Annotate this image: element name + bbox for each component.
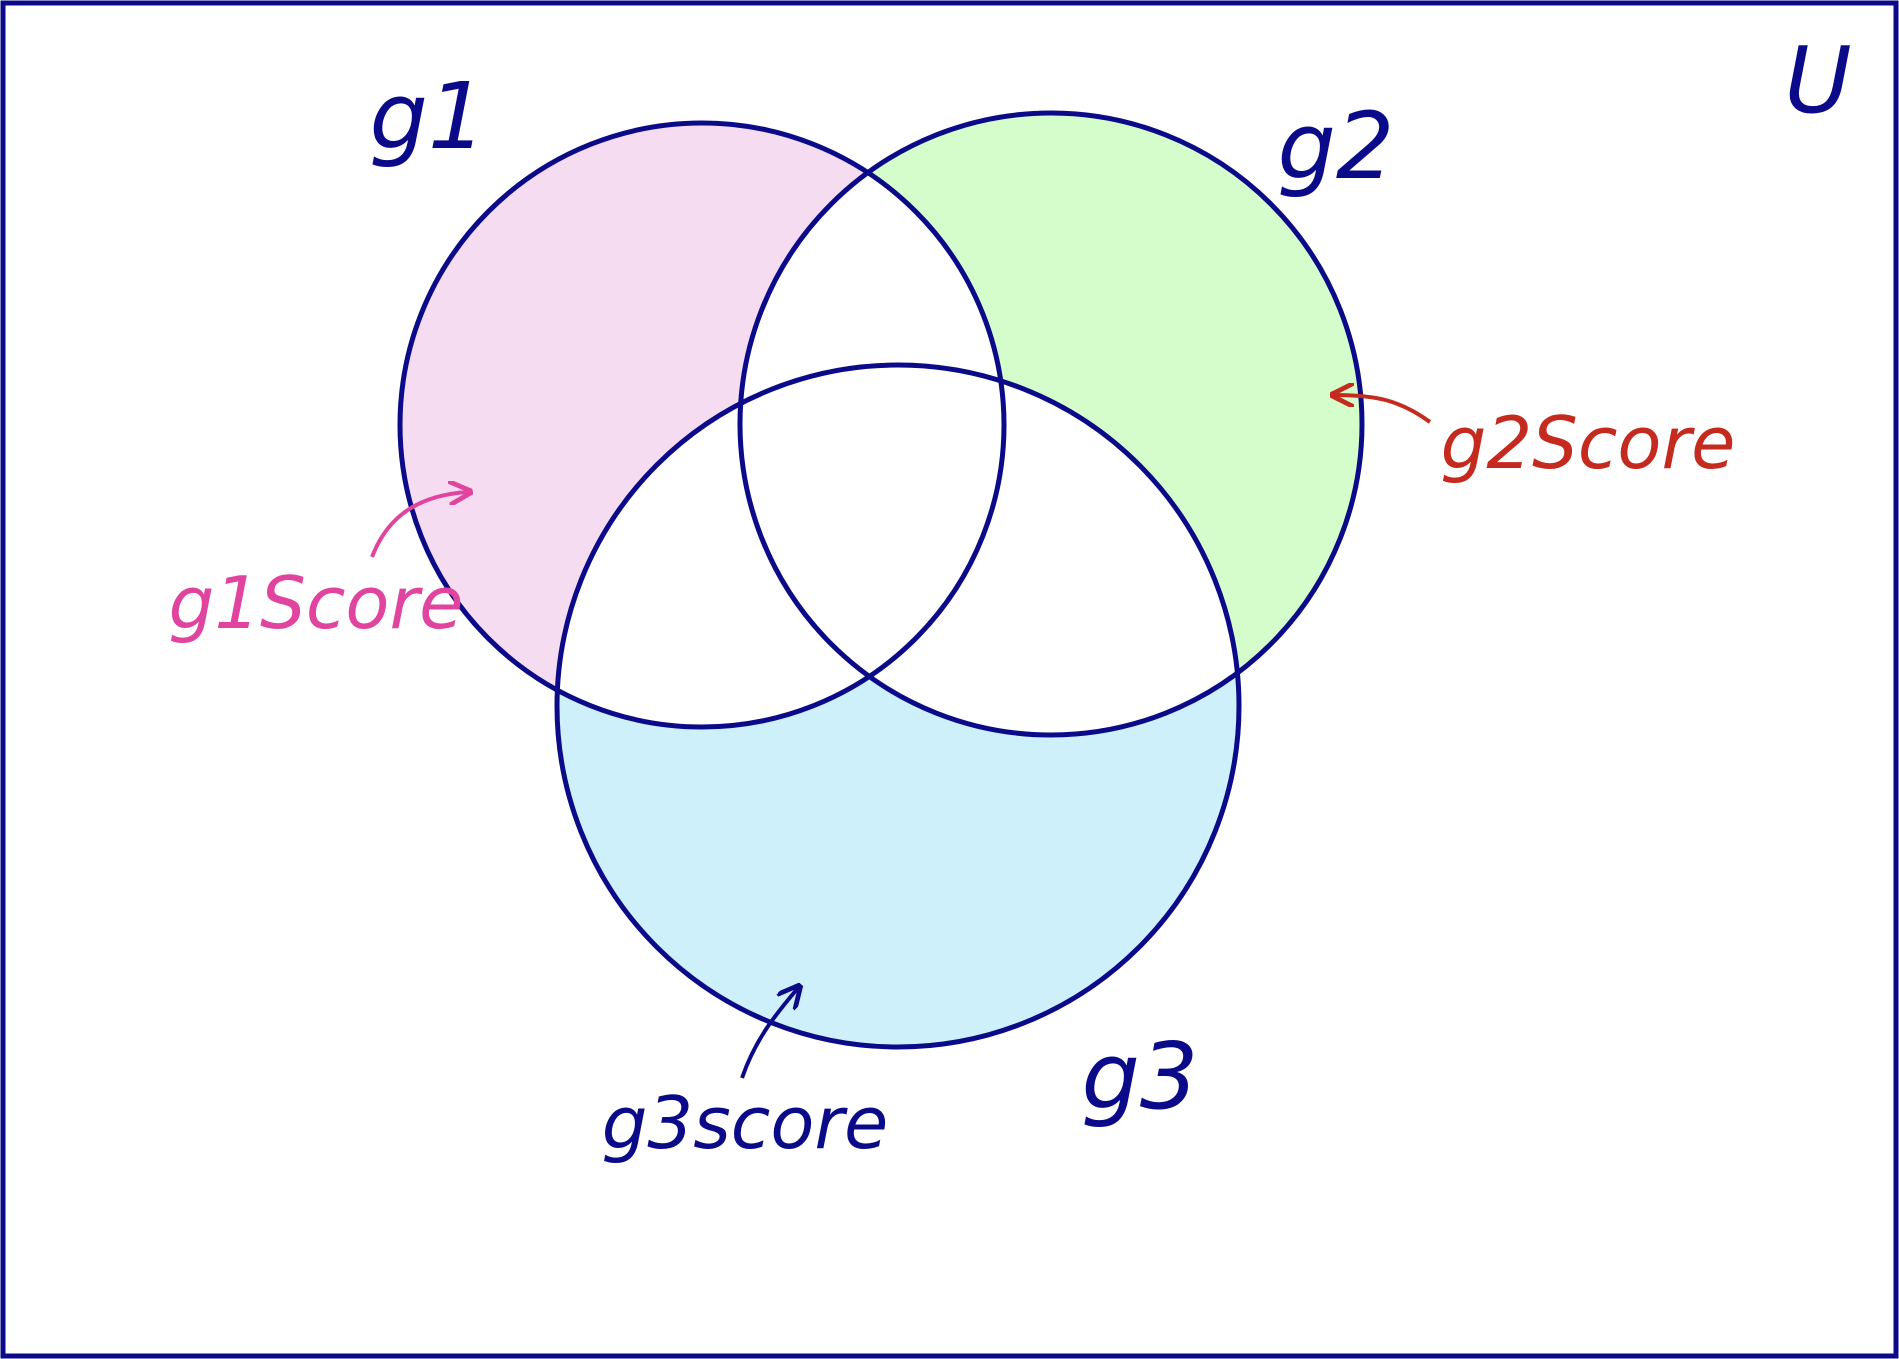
g2score-arrow — [1335, 395, 1432, 424]
set-g2-outline — [737, 110, 1365, 738]
g1score-arrow — [370, 492, 468, 558]
set-label-g3: g3 — [1082, 1023, 1199, 1130]
set-outlines — [397, 110, 1365, 1050]
universe-label: U — [1784, 27, 1851, 134]
set-g1-outline — [397, 120, 1007, 730]
set-label-g2: g2 — [1278, 93, 1395, 200]
g3score-arrow — [740, 988, 798, 1079]
g3score-label: g3score — [602, 1081, 889, 1165]
g2score-label: g2Score — [1441, 401, 1736, 485]
g1score-label: g1Score — [169, 561, 464, 645]
set-label-g1: g1 — [370, 63, 487, 170]
set-g3-outline — [554, 362, 1242, 1050]
